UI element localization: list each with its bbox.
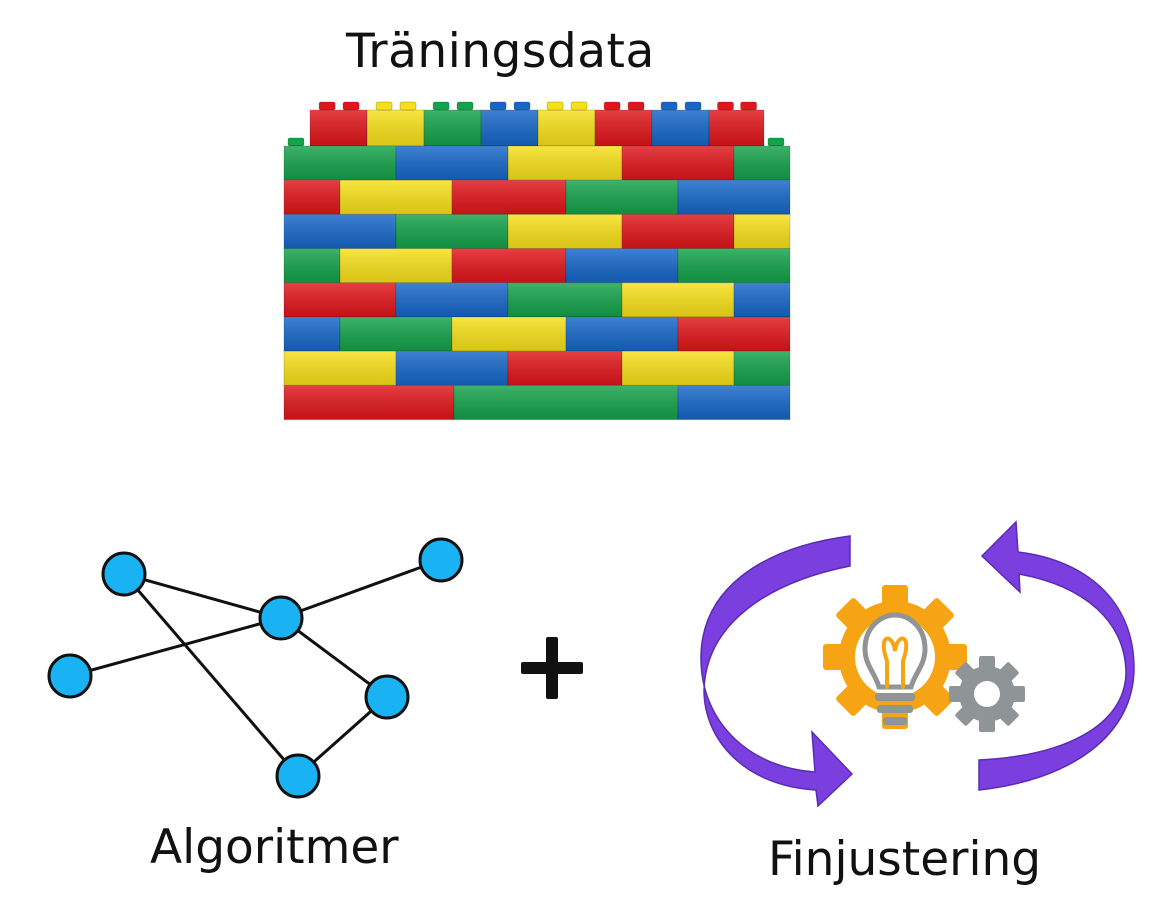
lego-brick-shade: [508, 214, 622, 249]
lego-brick-shade: [678, 180, 790, 215]
lego-brick-shade: [566, 317, 678, 352]
lego-stud: [684, 101, 702, 111]
graph-node: [418, 537, 464, 583]
lego-brick-shade: [284, 282, 396, 317]
graph-edge: [123, 572, 282, 620]
lego-brick-shade: [481, 110, 538, 146]
lego-stud: [660, 101, 678, 111]
lego-brick-shade: [284, 248, 340, 283]
lego-brick-shade: [367, 110, 424, 146]
lego-stud: [432, 101, 450, 111]
graph-nodes: [47, 537, 464, 799]
lego-brick-shade: [454, 385, 678, 420]
lego-brick-shade: [284, 317, 340, 352]
lego-stud: [603, 101, 621, 111]
lego-brick-shade: [734, 351, 790, 386]
graph-edge: [280, 558, 442, 620]
lego-brick-shade: [678, 385, 790, 420]
lego-stud: [489, 101, 507, 111]
lego-brick-shade: [424, 110, 481, 146]
training-data-title: Träningsdata: [346, 24, 655, 79]
graph-node: [101, 551, 147, 597]
lego-brick-shade: [452, 248, 566, 283]
lego-brick-shade: [310, 110, 367, 146]
graph-node: [364, 674, 410, 720]
lego-stud: [717, 101, 734, 111]
lego-brick-shade: [396, 146, 508, 181]
lego-stud: [513, 101, 531, 111]
lego-brick-shade: [396, 214, 508, 249]
lego-stud: [318, 101, 336, 111]
gear-bulb-icon: [823, 585, 967, 729]
lego-stud: [399, 101, 417, 111]
lego-brick-shade: [566, 248, 678, 283]
lego-brick-shade: [284, 385, 454, 420]
lego-brick-shade: [340, 248, 452, 283]
lego-stud: [570, 101, 588, 111]
lego-brick-shade: [284, 146, 396, 181]
lego-stud: [342, 101, 360, 111]
lego-stud: [740, 101, 758, 111]
lego-brick-shade: [622, 214, 734, 249]
lego-brick-shade: [734, 282, 790, 317]
lego-stud: [767, 137, 785, 147]
lego-stud: [627, 101, 645, 111]
lego-brick-shade: [284, 351, 396, 386]
graph-edge: [122, 573, 300, 777]
lego-brick-shade: [709, 110, 764, 146]
finetuning-label: Finjustering: [768, 832, 1042, 887]
lego-brick-shade: [396, 282, 508, 317]
lego-brick-shade: [678, 317, 790, 352]
lego-stud: [287, 137, 305, 147]
lego-brick-shade: [678, 248, 790, 283]
graph-node: [47, 653, 93, 699]
lego-brick-shade: [734, 214, 790, 249]
lego-brick-shade: [340, 180, 452, 215]
cycle-arrows-icon: [700, 520, 1135, 808]
lego-brick-shade: [652, 110, 709, 146]
lego-brick-shade: [566, 180, 678, 215]
lego-brick-shade: [622, 282, 734, 317]
lego-stud: [456, 101, 474, 111]
lego-brick-shade: [538, 110, 595, 146]
plus-icon: [521, 637, 583, 699]
lego-brick-shade: [508, 351, 622, 386]
small-gear-icon: [949, 656, 1025, 732]
lego-brick-shade: [284, 214, 396, 249]
lego-brick-shade: [452, 180, 566, 215]
lego-brick-shade: [595, 110, 652, 146]
graph-edge: [69, 616, 282, 678]
lego-stud: [546, 101, 564, 111]
network-graph: [47, 537, 464, 799]
lego-brick-shade: [340, 317, 452, 352]
lego-brick-shade: [734, 146, 790, 181]
lego-brick-wall: [283, 101, 791, 421]
lego-brick-shade: [508, 146, 622, 181]
algorithm-label: Algoritmer: [150, 820, 399, 875]
graph-node: [258, 595, 304, 641]
lego-brick-shade: [452, 317, 566, 352]
graph-node: [275, 753, 321, 799]
lego-brick-shade: [508, 282, 622, 317]
lego-brick-shade: [622, 146, 734, 181]
lego-stud: [375, 101, 393, 111]
lego-brick-shade: [622, 351, 734, 386]
lego-brick-shade: [284, 180, 340, 215]
lego-brick-shade: [396, 351, 508, 386]
